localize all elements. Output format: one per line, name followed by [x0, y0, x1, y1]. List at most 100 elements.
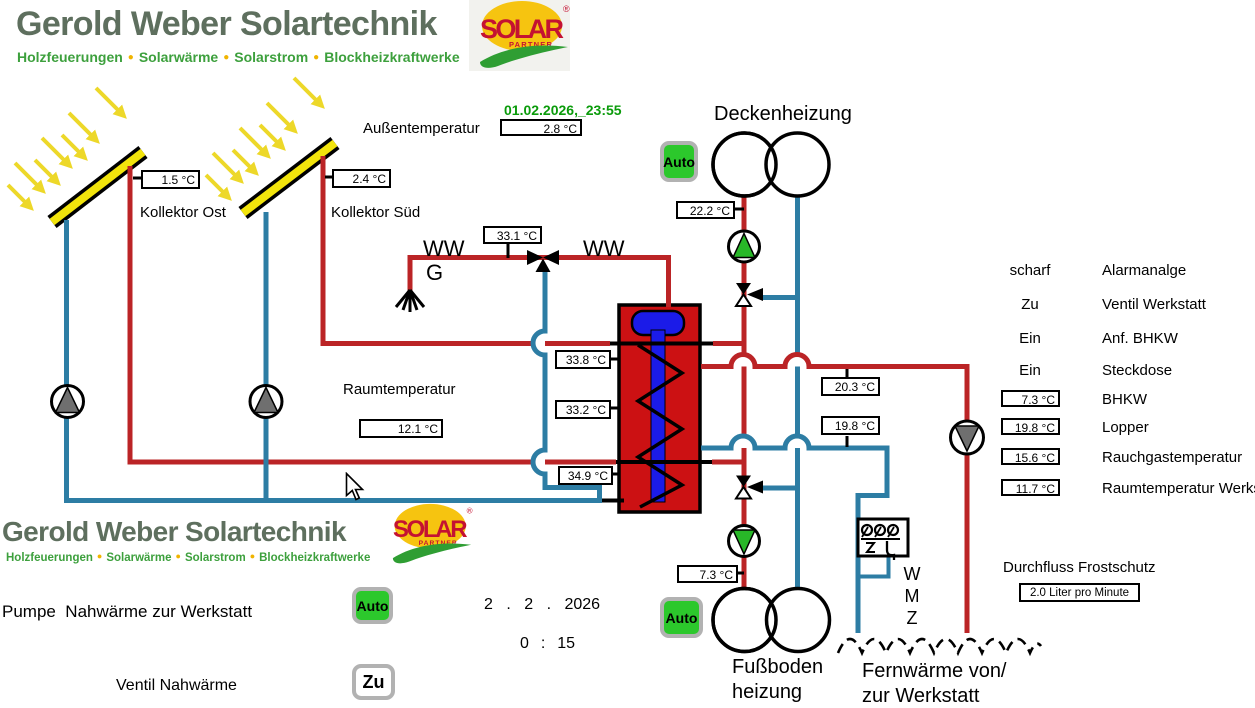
tank-temp-top: 33.8 °C — [555, 350, 611, 369]
ventil-nahwaerme-zu-button[interactable]: Zu — [352, 664, 395, 700]
swoosh-icon — [480, 45, 568, 68]
subtitle-item: Solarstrom — [184, 552, 246, 564]
sun-rays-ost-icon — [6, 86, 127, 211]
pump-werkstatt[interactable] — [949, 419, 985, 456]
raumtemperatur-label: Raumtemperatur — [343, 381, 456, 398]
solar-logo-text: SOLAR — [393, 516, 468, 543]
tank-temp-bottom: 34.9 °C — [558, 466, 613, 485]
status-ventil-state: Zu — [1021, 296, 1039, 313]
status-steckdose-label: Steckdose — [1102, 362, 1173, 379]
pipe-meter-stub — [858, 556, 891, 579]
status-steckdose-state: Ein — [1019, 362, 1041, 379]
tank-temp-mid: 33.2 °C — [555, 400, 611, 419]
durchfluss-value: 2.0 Liter pro Minute — [1019, 583, 1140, 602]
fussboden-exchanger-icon — [711, 586, 832, 654]
status-ventil-label: Ventil Werkstatt — [1102, 296, 1206, 313]
swoosh-icon — [392, 543, 472, 564]
fernwaerme-title-line2: zur Werkstatt — [862, 685, 980, 707]
raumtemperatur-value: 12.1 °C — [359, 419, 443, 438]
aussentemperatur-value: 2.8 °C — [500, 119, 582, 136]
sensor-ticks — [133, 175, 849, 575]
raumtemp-werkstatt-temp: 11.7 °C — [1001, 479, 1060, 496]
company-subtitle-footer: Holzfeuerungen●Solarwärme●Solarstrom●Blo… — [6, 551, 370, 564]
time-display: 0 : 15 — [520, 635, 576, 652]
rauchgas-label: Rauchgastemperatur — [1102, 449, 1243, 466]
lopper-label: Lopper — [1102, 419, 1149, 436]
subtitle-item: Solarstrom — [234, 49, 309, 65]
rauchgas-temp: 15.6 °C — [1001, 448, 1060, 465]
bullet-icon: ● — [127, 52, 134, 63]
wmz-label: W M Z — [903, 564, 921, 628]
deckenheizung-auto-button[interactable]: Auto — [660, 141, 698, 182]
fussboden-auto-button[interactable]: Auto — [660, 597, 703, 638]
status-alarmanlage-state: scharf — [1009, 262, 1051, 279]
subtitle-item: Solarwärme — [138, 49, 219, 65]
lopper-temp: 19.8 °C — [1001, 418, 1060, 435]
pump-kollektor-ost[interactable] — [50, 384, 85, 419]
raumtemp-werkstatt-label: Raumtemperatur Werkstatt — [1102, 480, 1255, 497]
kollektor-ost-label: Kollektor Ost — [140, 204, 226, 221]
solar-partner-logo: SOLAR ® PARTNER — [480, 1, 570, 68]
status-alarmanlage-label: Alarmanalge — [1102, 262, 1187, 279]
ww-label-left: WW — [423, 236, 465, 261]
deckenheizung-exchanger-icon — [711, 131, 831, 198]
pumpe-nahwaerme-auto-button[interactable]: Auto — [352, 587, 393, 624]
date-display: 2 . 2 . 2026 — [484, 596, 601, 613]
subtitle-item: Solarwärme — [106, 552, 172, 564]
fussboden-title-line1: Fußboden — [732, 656, 824, 678]
ground-symbol-icon — [394, 289, 426, 312]
status-bhkw-state: Ein — [1019, 330, 1041, 347]
tank-coil-icon — [634, 343, 686, 509]
pump-kollektor-sued[interactable] — [248, 384, 284, 419]
collector-ost-panel — [47, 146, 148, 228]
kollektor-ost-temp: 1.5 °C — [141, 170, 200, 189]
bullet-icon: ● — [96, 551, 103, 561]
datetime-display: 01.02.2026,_23:55 — [504, 102, 622, 118]
fussboden-title-line2: heizung — [732, 681, 803, 703]
fernwaerme-title-line1: Fernwärme von/ — [862, 660, 1007, 682]
bullet-icon: ● — [313, 52, 320, 63]
sun-rays-sued-icon — [204, 76, 325, 201]
bullet-icon: ● — [249, 551, 256, 561]
werkstatt-return-temp: 19.8 °C — [821, 416, 880, 435]
solar-partner-logo-footer: SOLAR ® PARTNER — [392, 503, 473, 564]
ground-label: G — [426, 260, 444, 285]
werkstatt-supply-temp: 20.3 °C — [821, 377, 880, 396]
company-title: Gerold Weber Solartechnik — [16, 5, 437, 43]
solar-logo-partner: PARTNER — [509, 40, 553, 49]
company-title-footer: Gerold Weber Solartechnik — [2, 516, 347, 547]
pump-fussboden[interactable] — [727, 524, 761, 558]
aussentemperatur-label: Außentemperatur — [363, 120, 480, 137]
kollektor-sued-temp: 2.4 °C — [332, 169, 391, 188]
durchfluss-label: Durchfluss Frostschutz — [1003, 559, 1156, 576]
subtitle-item: Blockheizkraftwerke — [324, 49, 460, 65]
tank-connection-stubs — [601, 341, 713, 503]
ventil-nahwaerme-label: Ventil Nahwärme — [116, 677, 237, 694]
pipe-cold-werkstatt — [701, 433, 890, 633]
registered-icon: ® — [467, 507, 473, 516]
solar-logo-partner: PARTNER — [419, 540, 458, 547]
heat-meter-icon — [856, 517, 910, 560]
pipes-cold — [64, 196, 800, 588]
valve-ww-icon[interactable] — [527, 250, 559, 272]
fernwaerme-boundary-icon — [836, 637, 1043, 657]
pump-deckenheizung[interactable] — [727, 229, 761, 264]
pipe-cold-ww-drop — [530, 272, 602, 503]
mouse-cursor-icon — [345, 472, 365, 501]
registered-icon: ® — [563, 4, 570, 14]
deckenheizung-temp: 22.2 °C — [676, 201, 735, 219]
valve-deckenheizung-icon[interactable] — [734, 283, 763, 307]
solar-logo-text: SOLAR — [480, 14, 564, 44]
company-subtitle: Holzfeuerungen●Solarwärme●Solarstrom●Blo… — [17, 49, 460, 65]
bullet-icon: ● — [175, 551, 181, 561]
ww-temp: 33.1 °C — [483, 226, 542, 244]
bullet-icon: ● — [223, 52, 230, 63]
collector-sued-panel — [238, 137, 340, 219]
fussboden-temp: 7.3 °C — [677, 565, 738, 583]
status-bhkw-label: Anf. BHKW — [1102, 330, 1178, 347]
valve-fussboden-icon[interactable] — [734, 475, 763, 500]
bhkw-label: BHKW — [1102, 391, 1147, 408]
subtitle-item: Blockheizkraftwerke — [259, 552, 371, 564]
bhkw-temp: 7.3 °C — [1001, 390, 1060, 407]
